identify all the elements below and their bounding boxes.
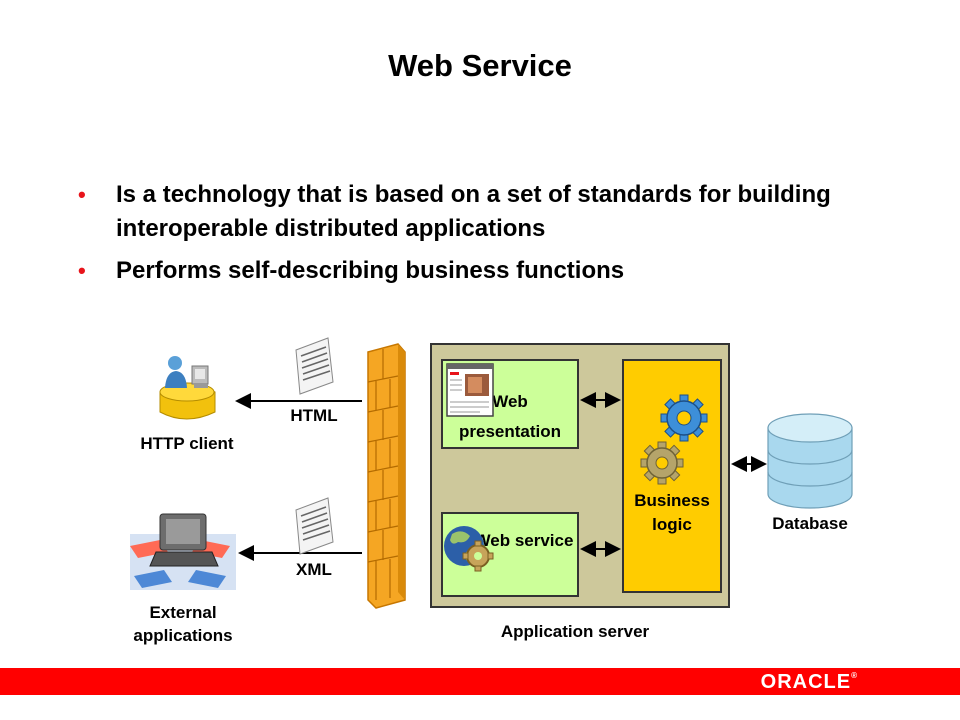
globe-gear-icon [444, 526, 494, 572]
person-computer-icon [159, 356, 216, 420]
document-icon [295, 337, 334, 395]
bullet-list: • Is a technology that is based on a set… [78, 178, 898, 296]
bullet-text: Performs self-describing business functi… [116, 257, 625, 284]
application-server-label: Application server [500, 622, 650, 641]
html-label: HTML [290, 406, 338, 425]
bullet-text: Is a technology that is based on a set o… [116, 181, 831, 242]
external-applications-label: External applications [133, 603, 233, 645]
bullet-dot-icon: • [78, 182, 86, 207]
oracle-logo-text: ORACLE [760, 671, 852, 693]
network-computer-icon [130, 513, 236, 590]
browser-window-icon [446, 363, 494, 417]
firewall-icon [367, 343, 406, 609]
web-service-label: Web service [474, 531, 574, 550]
database-icon [767, 413, 853, 509]
slide-title: Web Service [388, 48, 572, 83]
xml-label: XML [296, 560, 332, 579]
http-client-label: HTTP client [140, 434, 234, 453]
bullet-item: • Performs self-describing business func… [78, 254, 898, 288]
database-label: Database [772, 514, 848, 533]
web-presentation-label: Web presentation [458, 392, 562, 441]
oracle-logo: ORACLE® [761, 671, 858, 694]
bullet-dot-icon: • [78, 258, 86, 283]
gears-icon [640, 394, 708, 485]
bullet-item: • Is a technology that is based on a set… [78, 178, 898, 246]
business-logic-label: Business logic [634, 491, 710, 534]
footer-bar [0, 668, 960, 695]
registered-mark-icon: ® [851, 671, 858, 680]
document-icon [295, 497, 334, 555]
